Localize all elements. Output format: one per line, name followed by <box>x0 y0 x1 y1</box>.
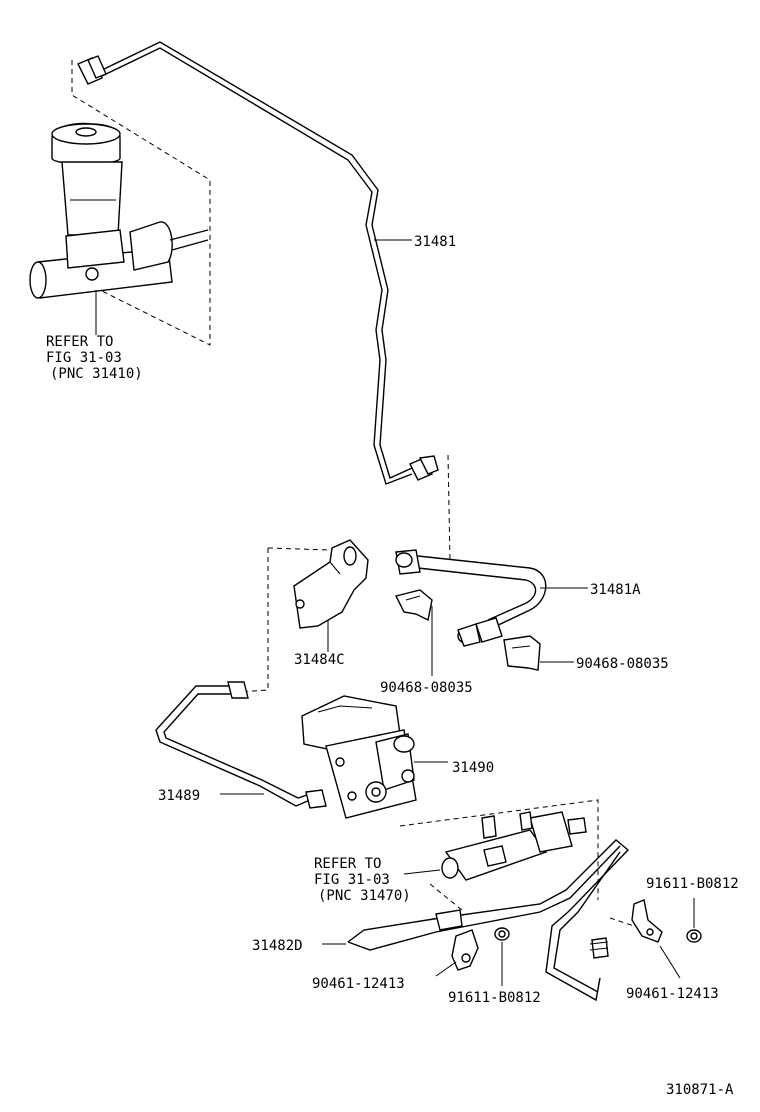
diagram-id: 310871-A <box>666 1082 734 1098</box>
refer-release-line2: FIG 31-03 <box>314 872 390 888</box>
callout-91611-right: 91611-B0812 <box>646 876 739 892</box>
flexible-hose-31481A[interactable] <box>395 549 547 647</box>
nut-91611-center[interactable] <box>494 927 510 941</box>
callout-90461-right: 90461-12413 <box>626 986 719 1002</box>
callout-31489: 31489 <box>158 788 200 804</box>
callout-31484C: 31484C <box>294 652 345 668</box>
clamp-90461-right[interactable] <box>631 899 663 943</box>
clip-90468-center[interactable] <box>394 589 433 622</box>
refer-note-master: REFER TO FIG 31-03 (PNC 31410) <box>46 334 143 382</box>
refer-note-release: REFER TO FIG 31-03 (PNC 31470) <box>314 856 411 904</box>
clutch-pipe-31482D[interactable] <box>347 839 630 1002</box>
callout-31482D: 31482D <box>252 938 303 954</box>
relief-valve-31490[interactable] <box>301 695 417 819</box>
callout-31481A: 31481A <box>590 582 641 598</box>
refer-master-line1: REFER TO <box>46 334 113 350</box>
refer-master-line2: FIG 31-03 <box>46 350 122 366</box>
clutch-master-cylinder[interactable] <box>29 60 211 346</box>
callout-90468-center: 90468-08035 <box>380 680 473 696</box>
callout-31490: 31490 <box>452 760 494 776</box>
clutch-pipe-31489[interactable] <box>155 681 327 809</box>
nut-91611-right[interactable] <box>686 929 702 943</box>
refer-release-line1: REFER TO <box>314 856 381 872</box>
callout-90468-right: 90468-08035 <box>576 656 669 672</box>
callout-90461-left: 90461-12413 <box>312 976 405 992</box>
clip-90468-right[interactable] <box>503 635 541 671</box>
clutch-release-cylinder[interactable] <box>441 811 587 881</box>
bracket-31484C[interactable] <box>293 539 369 629</box>
clamp-90461-left[interactable] <box>451 929 479 971</box>
clutch-pipe-31481[interactable] <box>77 41 439 485</box>
callout-91611-center: 91611-B0812 <box>448 990 541 1006</box>
callout-31481: 31481 <box>414 234 456 250</box>
refer-master-line3: (PNC 31410) <box>50 366 143 382</box>
refer-release-line3: (PNC 31470) <box>318 888 411 904</box>
